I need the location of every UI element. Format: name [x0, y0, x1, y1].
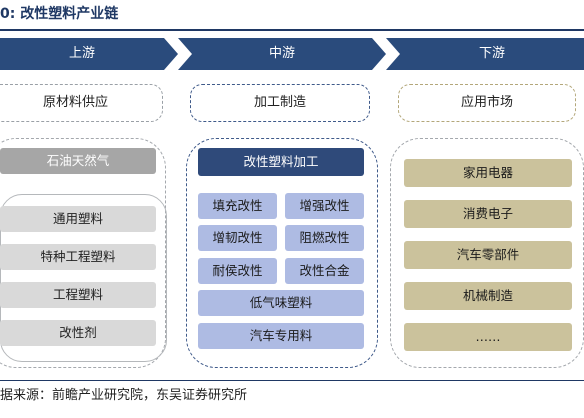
stage-arrow-midstream — [178, 38, 386, 70]
downstream-item: 消费电子 — [404, 200, 572, 228]
midstream-header: 改性塑料加工 — [198, 148, 364, 176]
downstream-item: 家用电器 — [404, 159, 572, 187]
upstream-item: 工程塑料 — [0, 282, 156, 308]
midstream-item: 增韧改性 — [198, 225, 277, 251]
top-rule — [0, 29, 584, 31]
downstream-item: …… — [404, 323, 572, 351]
midstream-item-wide: 汽车专用料 — [198, 323, 364, 349]
stage-label-midstream: 中游 — [268, 46, 295, 61]
stage-arrows — [0, 38, 584, 70]
upstream-item: 改性剂 — [0, 320, 156, 346]
stage-arrow-downstream — [386, 38, 584, 70]
category-upstream: 原材料供应 — [0, 84, 163, 122]
stage-label-downstream: 下游 — [478, 46, 505, 61]
midstream-item: 阻燃改性 — [285, 225, 364, 251]
figure-title: 0: 改性塑料产业链 — [0, 6, 119, 22]
upstream-header: 石油天然气 — [0, 148, 156, 174]
upstream-item: 通用塑料 — [0, 206, 156, 232]
midstream-item: 耐侯改性 — [198, 258, 277, 284]
source-note: 据来源：前瞻产业研究院，东吴证券研究所 — [0, 388, 248, 403]
midstream-group — [186, 138, 378, 368]
midstream-item: 改性合金 — [285, 258, 364, 284]
category-midstream: 加工制造 — [190, 84, 370, 122]
upstream-group — [0, 138, 166, 368]
midstream-item-wide: 低气味塑料 — [198, 290, 364, 316]
upstream-materials-group — [0, 194, 167, 362]
stage-arrow-upstream — [0, 38, 178, 70]
bottom-rule — [0, 380, 584, 381]
downstream-item: 汽车零部件 — [404, 241, 572, 269]
category-downstream: 应用市场 — [398, 84, 576, 122]
midstream-item: 增强改性 — [285, 193, 364, 219]
midstream-item: 填充改性 — [198, 193, 277, 219]
upstream-item: 特种工程塑料 — [0, 244, 156, 270]
stage-label-upstream: 上游 — [68, 46, 95, 61]
downstream-item: 机械制造 — [404, 282, 572, 310]
